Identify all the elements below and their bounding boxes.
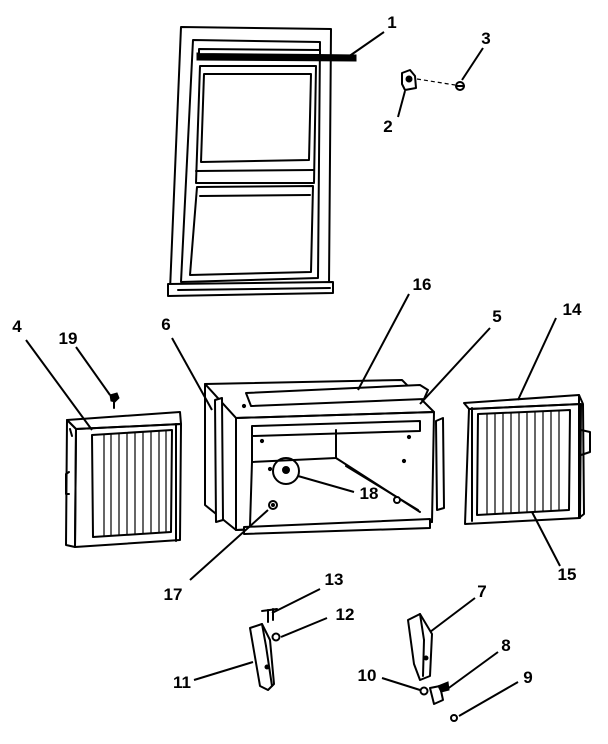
part-11-left-bracket bbox=[249, 623, 275, 691]
label-part-4: 4 bbox=[12, 317, 22, 336]
part-10-washer bbox=[419, 686, 429, 696]
label-part-12: 12 bbox=[336, 605, 355, 624]
label-part-5: 5 bbox=[492, 307, 501, 326]
part-3-screw bbox=[455, 81, 465, 91]
label-part-9: 9 bbox=[523, 668, 532, 687]
label-part-10: 10 bbox=[358, 666, 377, 685]
part-9-screw bbox=[450, 714, 458, 722]
part-2-bracket bbox=[401, 69, 417, 91]
part-1-top-channel bbox=[196, 48, 357, 62]
label-part-7: 7 bbox=[477, 582, 486, 601]
part-8-clip bbox=[429, 681, 450, 705]
label-part-16: 16 bbox=[413, 275, 432, 294]
part-13-screw bbox=[261, 608, 278, 623]
label-part-19: 19 bbox=[59, 329, 78, 348]
label-part-14: 14 bbox=[563, 300, 582, 319]
part-labels: 1 2 3 4 5 6 7 8 9 10 11 12 13 14 15 16 1… bbox=[12, 13, 582, 692]
part-7-right-bracket bbox=[407, 613, 433, 681]
part-5-right-rail bbox=[435, 417, 445, 511]
part-16-top-strip bbox=[245, 384, 429, 407]
part-12-washer bbox=[271, 632, 281, 642]
label-part-18: 18 bbox=[360, 484, 379, 503]
part-17-screw bbox=[268, 500, 278, 510]
label-part-17: 17 bbox=[164, 585, 183, 604]
label-part-13: 13 bbox=[325, 570, 344, 589]
window-frame bbox=[167, 26, 334, 297]
label-part-8: 8 bbox=[501, 636, 510, 655]
label-part-15: 15 bbox=[558, 565, 577, 584]
part-6-left-rail bbox=[214, 397, 224, 523]
part-19-screw bbox=[109, 392, 120, 409]
part-4-left-side-panel bbox=[65, 411, 182, 548]
label-part-6: 6 bbox=[161, 315, 170, 334]
label-part-2: 2 bbox=[383, 117, 392, 136]
label-part-11: 11 bbox=[173, 673, 191, 692]
label-part-1: 1 bbox=[387, 13, 396, 32]
leader-lines bbox=[25, 31, 561, 717]
part-14-right-side-panel bbox=[463, 394, 591, 525]
label-part-3: 3 bbox=[481, 29, 490, 48]
part-18-grommet bbox=[272, 457, 300, 485]
